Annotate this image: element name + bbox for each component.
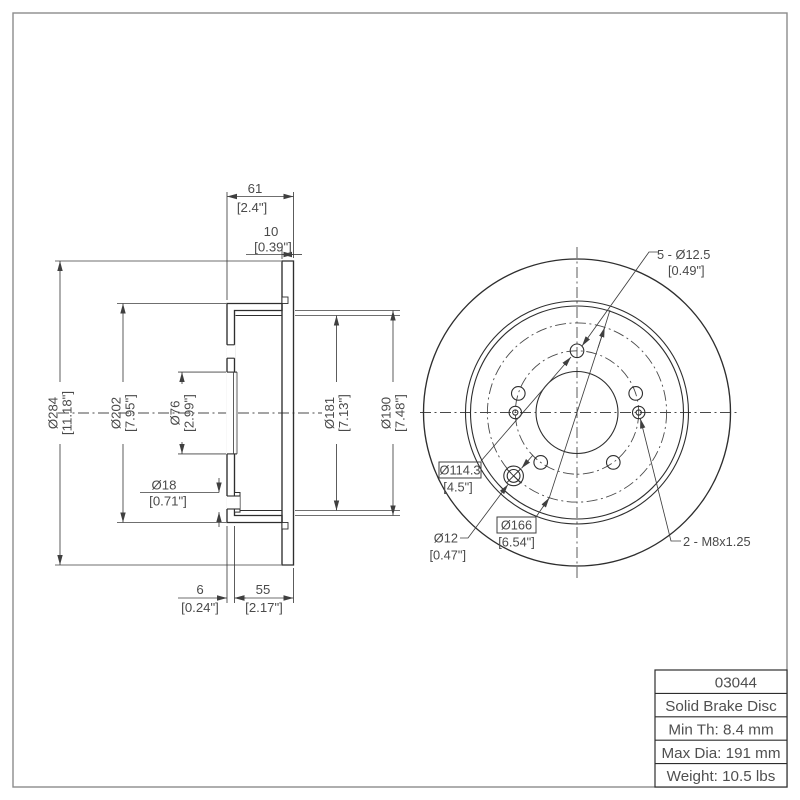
extension-lines <box>55 192 400 603</box>
bolt-circle-bcd <box>514 350 640 475</box>
outer-diameter-circle <box>422 258 732 567</box>
label-bolt-circle-mm: Ø114.3 <box>439 463 480 478</box>
disc-plate-section <box>281 260 295 566</box>
dim-hat-dia-mm: Ø202 <box>109 397 124 429</box>
hat-diameter-circle <box>464 300 690 525</box>
hole12-with-boss <box>503 465 524 487</box>
dim-dia190-in: [7.48"] <box>393 394 408 432</box>
dimension-lines <box>57 193 396 601</box>
dim-dia190-mm: Ø190 <box>379 397 394 429</box>
page-border-frame <box>12 12 788 788</box>
dim-hole18-mm: Ø18 <box>152 478 177 493</box>
center-bore-circle <box>535 370 619 455</box>
dim-hat-dia-in: [7.95"] <box>123 394 138 432</box>
hole12-section <box>226 496 240 509</box>
label-hole12-mm: Ø12 <box>434 531 458 546</box>
dim-bore-dia-in: [2.99"] <box>182 394 197 432</box>
bolt-hole-section <box>226 344 236 359</box>
dim-face-thickness-mm: 6 <box>196 582 203 597</box>
min-thickness: Min Th: 8.4 mm <box>668 721 773 738</box>
side-view: 61 [2.4"] 10 [0.39"] Ø284 [11.18"] Ø202 … <box>46 181 408 615</box>
dim-outer-dia-in: [11.18"] <box>60 391 75 435</box>
label-circle166-mm: Ø166 <box>501 518 532 533</box>
dim-dia181-mm: Ø181 <box>322 397 337 429</box>
hat-section <box>226 302 283 524</box>
label-bolt-holes-mm: 5 - Ø12.5 <box>657 247 710 262</box>
m8-threaded-holes <box>508 405 646 420</box>
front-view: 5 - Ø12.5 [0.49"] Ø114.3 [4.5"] Ø166 [6.… <box>420 247 751 578</box>
label-bolt-circle-in: [4.5"] <box>443 480 472 495</box>
circle-166-bcd <box>486 322 668 503</box>
dim-plate-thickness-in: [0.39"] <box>254 240 292 255</box>
label-thread: 2 - M8x1.25 <box>683 534 751 549</box>
dim-overall-width-mm: 61 <box>248 181 263 196</box>
bolt-circle-label-box <box>438 461 482 479</box>
dim-outer-dia-mm: Ø284 <box>46 397 61 429</box>
dim-overall-width-in: [2.4"] <box>237 200 267 215</box>
part-type: Solid Brake Disc <box>665 698 777 715</box>
dim-hat-depth-in: [2.17"] <box>245 600 283 615</box>
leader-lines <box>460 251 681 542</box>
dim-hole18-in: [0.71"] <box>149 494 187 509</box>
label-hole12-in: [0.47"] <box>429 548 466 563</box>
circle166-label-box <box>496 516 537 534</box>
label-bolt-holes-in: [0.49"] <box>668 263 705 278</box>
dim-plate-thickness-mm: 10 <box>264 224 279 239</box>
inner-lip-circle <box>469 305 685 520</box>
dim-dia181-in: [7.13"] <box>336 394 351 432</box>
part-number: 03044 <box>715 675 757 692</box>
dim-face-thickness-in: [0.24"] <box>181 600 219 615</box>
bolt-holes <box>510 343 644 470</box>
center-bore-section <box>226 372 236 454</box>
label-circle166-in: [6.54"] <box>498 535 535 550</box>
dim-hat-depth-mm: 55 <box>256 582 271 597</box>
max-diameter: Max Dia: 191 mm <box>661 745 780 762</box>
dim-bore-dia-mm: Ø76 <box>168 401 183 426</box>
title-block: 03044 Solid Brake Disc Min Th: 8.4 mm Ma… <box>654 669 788 788</box>
weight: Weight: 10.5 lbs <box>667 768 776 785</box>
